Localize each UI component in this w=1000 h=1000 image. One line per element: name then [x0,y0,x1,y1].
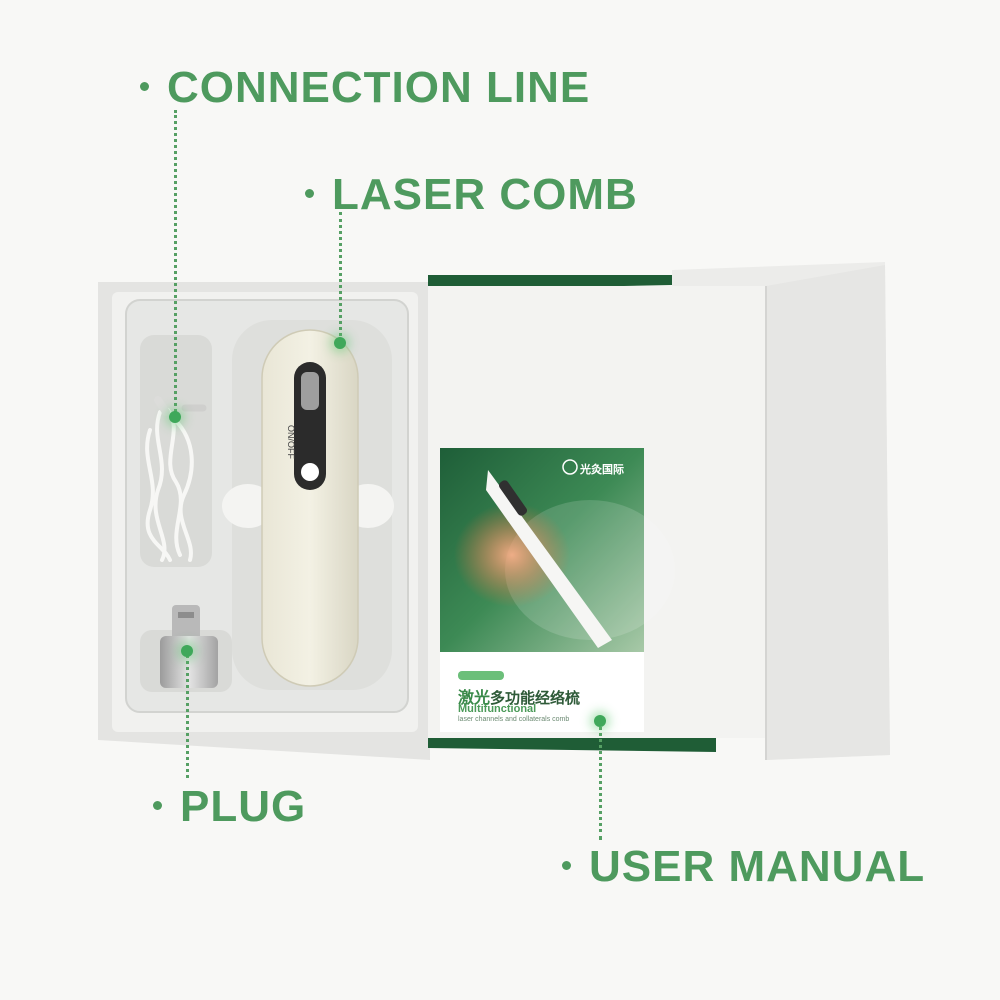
usb-plug [160,605,218,688]
label-connection-line-text: CONNECTION LINE [167,63,591,112]
bullet-dot [305,188,314,198]
manual-title-cn-strong: 激光 [458,688,491,707]
laser-comb-leader [339,212,342,342]
plug-anchor [181,645,193,657]
laser-comb-anchor [334,337,346,349]
user-manual-leader [599,720,602,840]
connection-line-leader [174,110,177,417]
connection-line-anchor [169,411,181,423]
manual-subtitle-en: laser channels and collaterals comb [458,716,570,723]
on-off-switch-label: ON/OFF [286,425,296,459]
label-laser-comb-text: LASER COMB [332,170,638,219]
bullet-dot [562,860,571,870]
label-plug: PLUG [153,785,306,829]
bullet-dot [153,800,162,810]
manual-title-cn: 激光多功能经络梳 [458,684,580,708]
usb-cable [145,396,207,562]
manual-title-en: Multifunctional [458,703,537,715]
manual-title-cn-rest: 多功能经络梳 [490,689,581,707]
label-plug-text: PLUG [180,782,307,831]
manual-tag [458,671,504,680]
user-manual-booklet [440,448,675,732]
manual-brand: 光灸国际 [580,464,624,476]
plug-leader [186,650,189,778]
laser-comb-device [261,329,359,687]
bullet-dot [140,81,149,91]
user-manual-anchor [594,715,606,727]
label-laser-comb: LASER COMB [305,173,638,217]
label-connection-line: CONNECTION LINE [140,66,590,110]
label-user-manual-text: USER MANUAL [589,842,926,891]
label-user-manual: USER MANUAL [562,845,925,889]
